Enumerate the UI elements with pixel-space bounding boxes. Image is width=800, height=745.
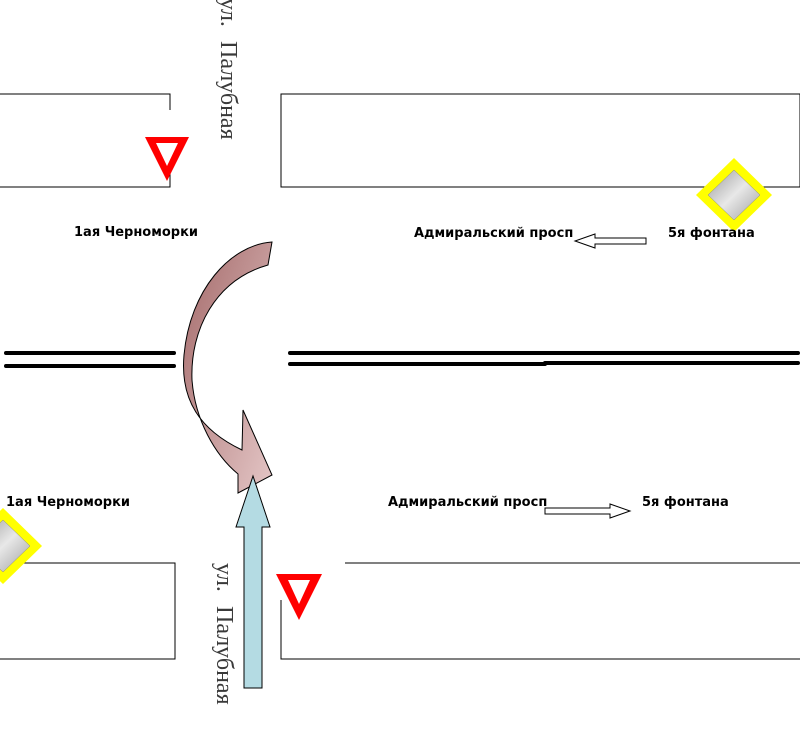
label-south-left: 1ая Черноморки	[6, 495, 131, 510]
street-abbrev-top: ул.	[215, 0, 241, 27]
yield-sign-bottom	[276, 574, 322, 620]
yield-sign-bottom-cover	[265, 553, 345, 571]
priority-road-sign-top	[696, 158, 772, 232]
label-north-center: Адмиральский просп	[414, 226, 574, 241]
street-title-bottom: Палубная	[211, 605, 237, 705]
direction-arrow-right	[544, 503, 632, 519]
label-north-left: 1ая Черноморки	[74, 225, 199, 240]
yield-sign-top	[145, 137, 189, 181]
block-bottom-right	[280, 562, 800, 660]
street-name-bottom: ул. Палубная	[211, 563, 244, 743]
label-south-center: Адмиральский просп	[388, 495, 548, 510]
turn-arrow	[182, 241, 273, 494]
priority-road-sign-bottom	[0, 508, 42, 584]
street-name-top-label: ул. Палубная	[215, 0, 241, 140]
straight-arrow	[235, 474, 271, 689]
street-name-bottom-label: ул. Палубная	[211, 563, 237, 705]
label-south-right: 5я фонтана	[642, 495, 729, 510]
direction-arrow-left	[573, 233, 647, 249]
block-top-left	[0, 93, 171, 188]
street-abbrev-bottom: ул.	[211, 563, 237, 592]
street-name-top: ул. Палубная	[215, 0, 248, 180]
label-north-right: 5я фонтана	[668, 226, 755, 241]
block-bottom-left	[0, 562, 176, 660]
median-double-line	[4, 351, 800, 368]
block-top-right	[280, 93, 800, 188]
street-title-top: Палубная	[215, 40, 241, 140]
